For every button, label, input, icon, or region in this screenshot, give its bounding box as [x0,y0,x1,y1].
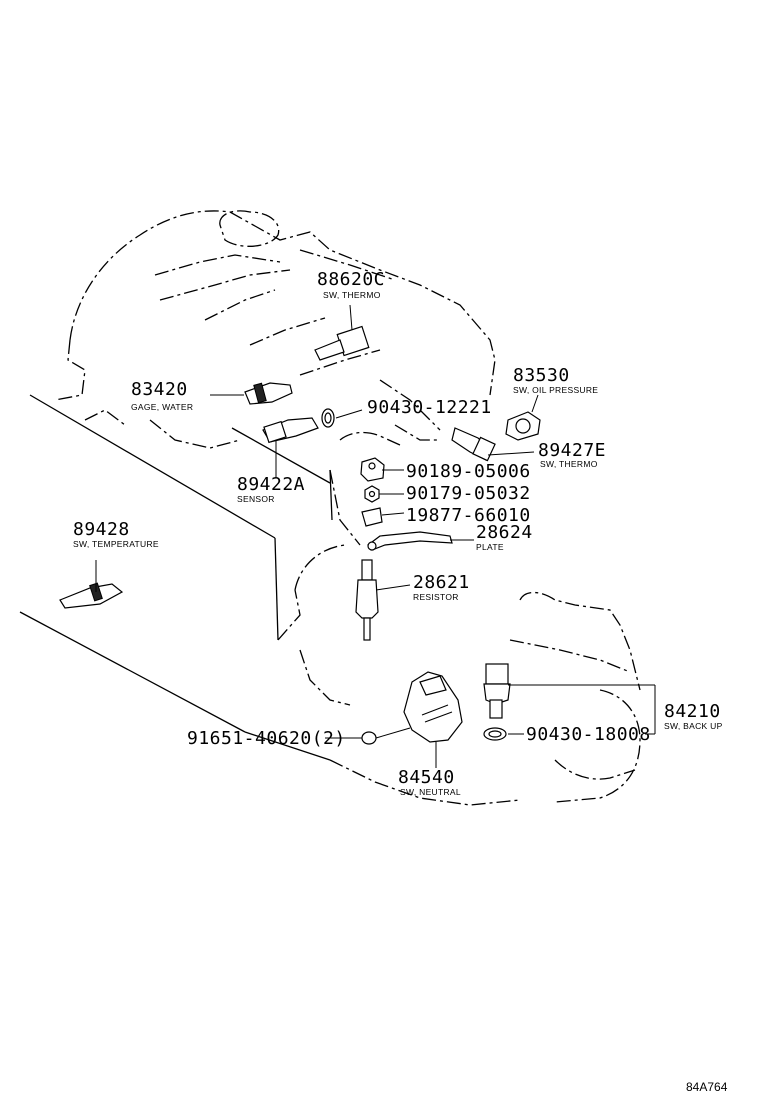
engine-outline [54,210,641,806]
part-number-28621: 28621 [413,572,470,593]
part-number-90430-12221: 90430-12221 [367,397,492,418]
oil-pressure-switch-83530-drawing [505,411,541,441]
chassis-lines [19,394,333,761]
label-19877: 19877-66010 [406,505,531,526]
part-desc-83530: SW, OIL PRESSURE [513,385,598,395]
nut-90179-05032-drawing [364,485,380,503]
label-90430-12221: 90430-12221 [367,397,492,418]
label-91651: 91651-40620(2) [187,728,346,749]
water-gage-83420-drawing [244,382,293,405]
part-desc-89422a: SENSOR [237,494,275,504]
gasket-90430-12221-drawing [321,408,335,428]
part-number-91651-40620: 91651-40620(2) [187,728,346,749]
part-number-84540: 84540 [398,767,455,788]
backup-switch-84210-drawing [483,663,511,719]
label-88620c: 88620C SW, THERMO [317,269,385,300]
part-desc-88620c: SW, THERMO [323,290,381,300]
label-28624: 28624 PLATE [476,522,533,552]
part-number-89427e: 89427E [538,440,606,461]
part-desc-84540: SW, NEUTRAL [400,787,461,797]
bolt-91651-drawing [361,731,377,745]
figure-reference: 84A764 [686,1080,728,1094]
part-desc-83420: GAGE, WATER [131,402,193,412]
part-desc-28621: RESISTOR [413,592,459,602]
label-90189: 90189-05006 [406,461,531,482]
label-84210: 84210 SW, BACK UP [664,701,723,731]
part-number-90179-05032: 90179-05032 [406,483,531,504]
part-desc-84210: SW, BACK UP [664,721,723,731]
label-90430-18008: 90430-18008 [526,724,651,745]
part-number-89428: 89428 [73,519,130,540]
label-84540: 84540 SW, NEUTRAL [398,767,461,797]
part-number-84210: 84210 [664,701,721,722]
part-desc-89428: SW, TEMPERATURE [73,539,159,549]
thermo-switch-88620c-drawing [314,304,370,361]
part-desc-89427e: SW, THERMO [540,459,598,469]
label-83420: 83420 GAGE, WATER [131,379,193,412]
part-number-28624: 28624 [476,522,533,543]
part-number-88620c: 88620C [317,269,385,290]
bolt-90189-05006-drawing [360,457,385,482]
part-number-89422a: 89422A [237,474,305,495]
label-83530: 83530 SW, OIL PRESSURE [513,365,598,395]
part-number-90430-18008: 90430-18008 [526,724,651,745]
part-number-19877-66010: 19877-66010 [406,505,531,526]
label-28621: 28621 RESISTOR [413,572,470,602]
bushing-19877-66010-drawing [361,507,383,527]
label-89427e: 89427E SW, THERMO [538,440,606,469]
part-desc-28624: PLATE [476,542,504,552]
part-number-83420: 83420 [131,379,188,400]
plate-28624-drawing [367,531,453,551]
thermo-switch-89427e-drawing [451,427,496,462]
part-number-90189-05006: 90189-05006 [406,461,531,482]
label-90179: 90179-05032 [406,483,531,504]
neutral-switch-84540-drawing [403,671,463,743]
temperature-switch-89428-drawing [59,582,124,609]
label-89422a: 89422A SENSOR [237,474,305,504]
resistor-28621-drawing [355,559,379,641]
label-89428: 89428 SW, TEMPERATURE [73,519,159,549]
gasket-90430-18008-drawing [483,727,507,741]
leader-lines [95,394,656,768]
part-number-83530: 83530 [513,365,570,386]
sensor-89422a-drawing [262,417,319,444]
